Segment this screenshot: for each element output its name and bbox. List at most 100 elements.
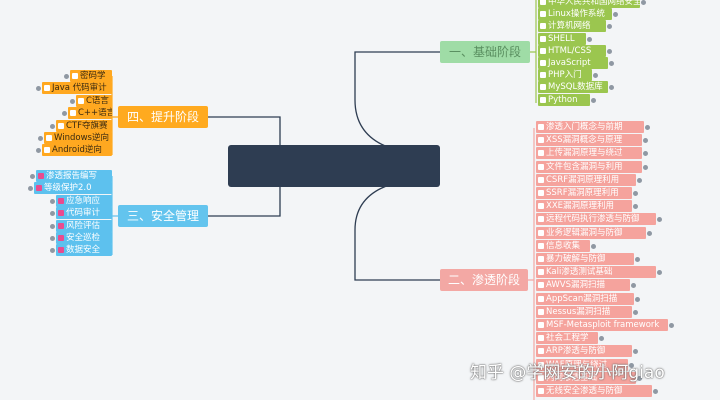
advanced-item[interactable]: C语言 xyxy=(76,94,112,107)
basic-item-label: SHELL xyxy=(548,33,575,44)
connector-dot xyxy=(633,204,638,210)
branch-pentest-label: 二、渗透阶段 xyxy=(448,273,521,287)
basic-item-label: 中华人民共和国网络安全法 xyxy=(548,0,640,7)
connector-dot xyxy=(50,248,55,254)
pentest-item[interactable]: Nessus漏洞扫描 xyxy=(536,305,632,318)
advanced-item[interactable]: C++语言 xyxy=(68,107,112,120)
branch-security-mgmt[interactable]: 三、安全管理 xyxy=(118,205,208,227)
pentest-item[interactable]: 社会工程学 xyxy=(536,332,598,345)
note-icon xyxy=(538,150,544,157)
connector-dot xyxy=(591,97,596,103)
pentest-item-label: AWVS漏洞扫描 xyxy=(546,280,605,291)
pentest-item-label: 暴力破解与防御 xyxy=(546,254,606,264)
connector-dot xyxy=(631,283,636,289)
pentest-item[interactable]: 内网渗透基础 xyxy=(536,371,636,384)
branch-security-label: 三、安全管理 xyxy=(126,209,199,223)
pentest-item-label: 信息收集 xyxy=(546,240,581,251)
connector-dot xyxy=(647,230,652,236)
basic-item[interactable]: MySQL数据库 xyxy=(538,81,608,94)
note-icon xyxy=(540,84,546,91)
basic-item[interactable]: SHELL xyxy=(538,32,586,45)
basic-item[interactable]: 计算机网络 xyxy=(538,20,606,33)
central-topic[interactable] xyxy=(228,145,440,187)
security-item[interactable]: 应急响应 xyxy=(56,194,112,207)
pentest-item-label: ARP渗透与防御 xyxy=(546,346,606,357)
advanced-item[interactable]: 密码学 xyxy=(70,70,112,82)
note-icon xyxy=(538,124,544,130)
pentest-item[interactable]: AppScan漏洞扫描 xyxy=(536,292,634,305)
advanced-item-label: C++语言 xyxy=(78,108,112,119)
basic-item-label: JavaScript xyxy=(548,58,591,68)
advanced-item-label: 密码学 xyxy=(80,71,106,81)
security-item-label: 安全巡检 xyxy=(66,233,101,243)
note-icon xyxy=(44,85,50,92)
basic-item[interactable]: JavaScript xyxy=(538,57,608,69)
pentest-item[interactable]: 远程代码执行渗透与防御 xyxy=(536,213,656,226)
note-icon xyxy=(540,23,546,30)
connector-dot xyxy=(38,136,43,141)
pentest-item-label: MSF-Metasploit framework xyxy=(546,320,660,330)
security-item[interactable]: 等级保护2.0 xyxy=(34,182,112,195)
connector-dot xyxy=(641,0,646,5)
connector-dot xyxy=(643,164,648,170)
pentest-item[interactable]: 渗透入门概念与前期 xyxy=(536,121,644,133)
security-item-label: 应急响应 xyxy=(66,195,101,206)
pentest-item[interactable]: 文件包含漏洞与利用 xyxy=(536,160,642,173)
pentest-item[interactable]: SSRF漏洞原理利用 xyxy=(536,187,632,199)
basic-item-label: HTML/CSS xyxy=(548,45,592,56)
pentest-item[interactable]: 信息收集 xyxy=(536,239,590,252)
pentest-item[interactable]: XSS漏洞概念与原理 xyxy=(536,134,642,147)
connector-dot xyxy=(70,98,75,104)
pentest-item[interactable]: 暴力破解与防御 xyxy=(536,253,634,265)
security-item[interactable]: 数据安全 xyxy=(56,244,112,257)
advanced-item-label: Java 代码审计 xyxy=(52,83,107,94)
connector-dot xyxy=(629,362,634,368)
connector-dot xyxy=(669,323,674,328)
security-item[interactable]: 风险评估 xyxy=(56,219,112,232)
connector-dot xyxy=(36,148,41,154)
branch-pentest-stage[interactable]: 二、渗透阶段 xyxy=(440,269,528,291)
basic-item[interactable]: HTML/CSS xyxy=(538,44,606,57)
connector-dot xyxy=(609,85,614,91)
security-item[interactable]: 渗透报告编写 xyxy=(36,170,112,182)
branch-basic-stage[interactable]: 一、基础阶段 xyxy=(440,41,530,63)
connector-basic xyxy=(354,51,441,156)
note-icon xyxy=(538,361,544,368)
security-item[interactable]: 代码审计 xyxy=(56,207,112,220)
basic-item[interactable]: Python xyxy=(538,93,590,106)
basic-item-label: 计算机网络 xyxy=(548,21,591,32)
pentest-item[interactable]: 上传漏洞原理与绕过 xyxy=(536,147,642,160)
connector-dot xyxy=(591,243,596,249)
pentest-item[interactable]: AWVS漏洞扫描 xyxy=(536,279,630,292)
pentest-item[interactable]: CSRF漏洞原理利用 xyxy=(536,173,636,186)
advanced-item[interactable]: CTF夺旗赛 xyxy=(56,119,112,132)
note-icon xyxy=(538,269,544,276)
advanced-item[interactable]: Java 代码审计 xyxy=(42,82,112,95)
security-item[interactable]: 安全巡检 xyxy=(56,232,112,244)
pentest-item-label: 渗透入门概念与前期 xyxy=(546,122,623,132)
note-icon xyxy=(538,190,544,196)
pentest-item[interactable]: 业务逻辑漏洞与防御 xyxy=(536,226,646,239)
pentest-item-label: 文件包含漏洞与利用 xyxy=(546,161,623,172)
connector-dot xyxy=(599,336,604,342)
basic-item[interactable]: PHP入门 xyxy=(538,69,592,82)
note-icon xyxy=(538,335,544,342)
advanced-item[interactable]: Windows逆向 xyxy=(44,132,112,144)
pentest-item[interactable]: ARP渗透与防御 xyxy=(536,345,632,358)
pentest-item[interactable]: MSF-Metasploit framework xyxy=(536,319,668,331)
advanced-item-label: CTF夺旗赛 xyxy=(66,120,108,131)
branch-advanced-stage[interactable]: 四、提升阶段 xyxy=(118,106,208,128)
note-icon xyxy=(538,308,544,315)
pentest-item[interactable]: WAF原理与绕过 xyxy=(536,358,628,371)
note-icon xyxy=(540,96,546,103)
basic-item[interactable]: Linux操作系统 xyxy=(538,8,612,21)
heart-icon xyxy=(58,197,64,204)
pentest-item-label: 无线安全渗透与防御 xyxy=(546,386,623,396)
pentest-item[interactable]: Kali渗透测试基础 xyxy=(536,266,656,279)
security-item-label: 代码审计 xyxy=(66,208,101,219)
note-icon xyxy=(58,122,64,129)
advanced-item[interactable]: Android逆向 xyxy=(42,144,112,157)
basic-item[interactable]: 中华人民共和国网络安全法 xyxy=(538,0,640,8)
pentest-item[interactable]: XXE漏洞原理利用 xyxy=(536,200,632,213)
pentest-item[interactable]: 无线安全渗透与防御 xyxy=(536,385,652,397)
